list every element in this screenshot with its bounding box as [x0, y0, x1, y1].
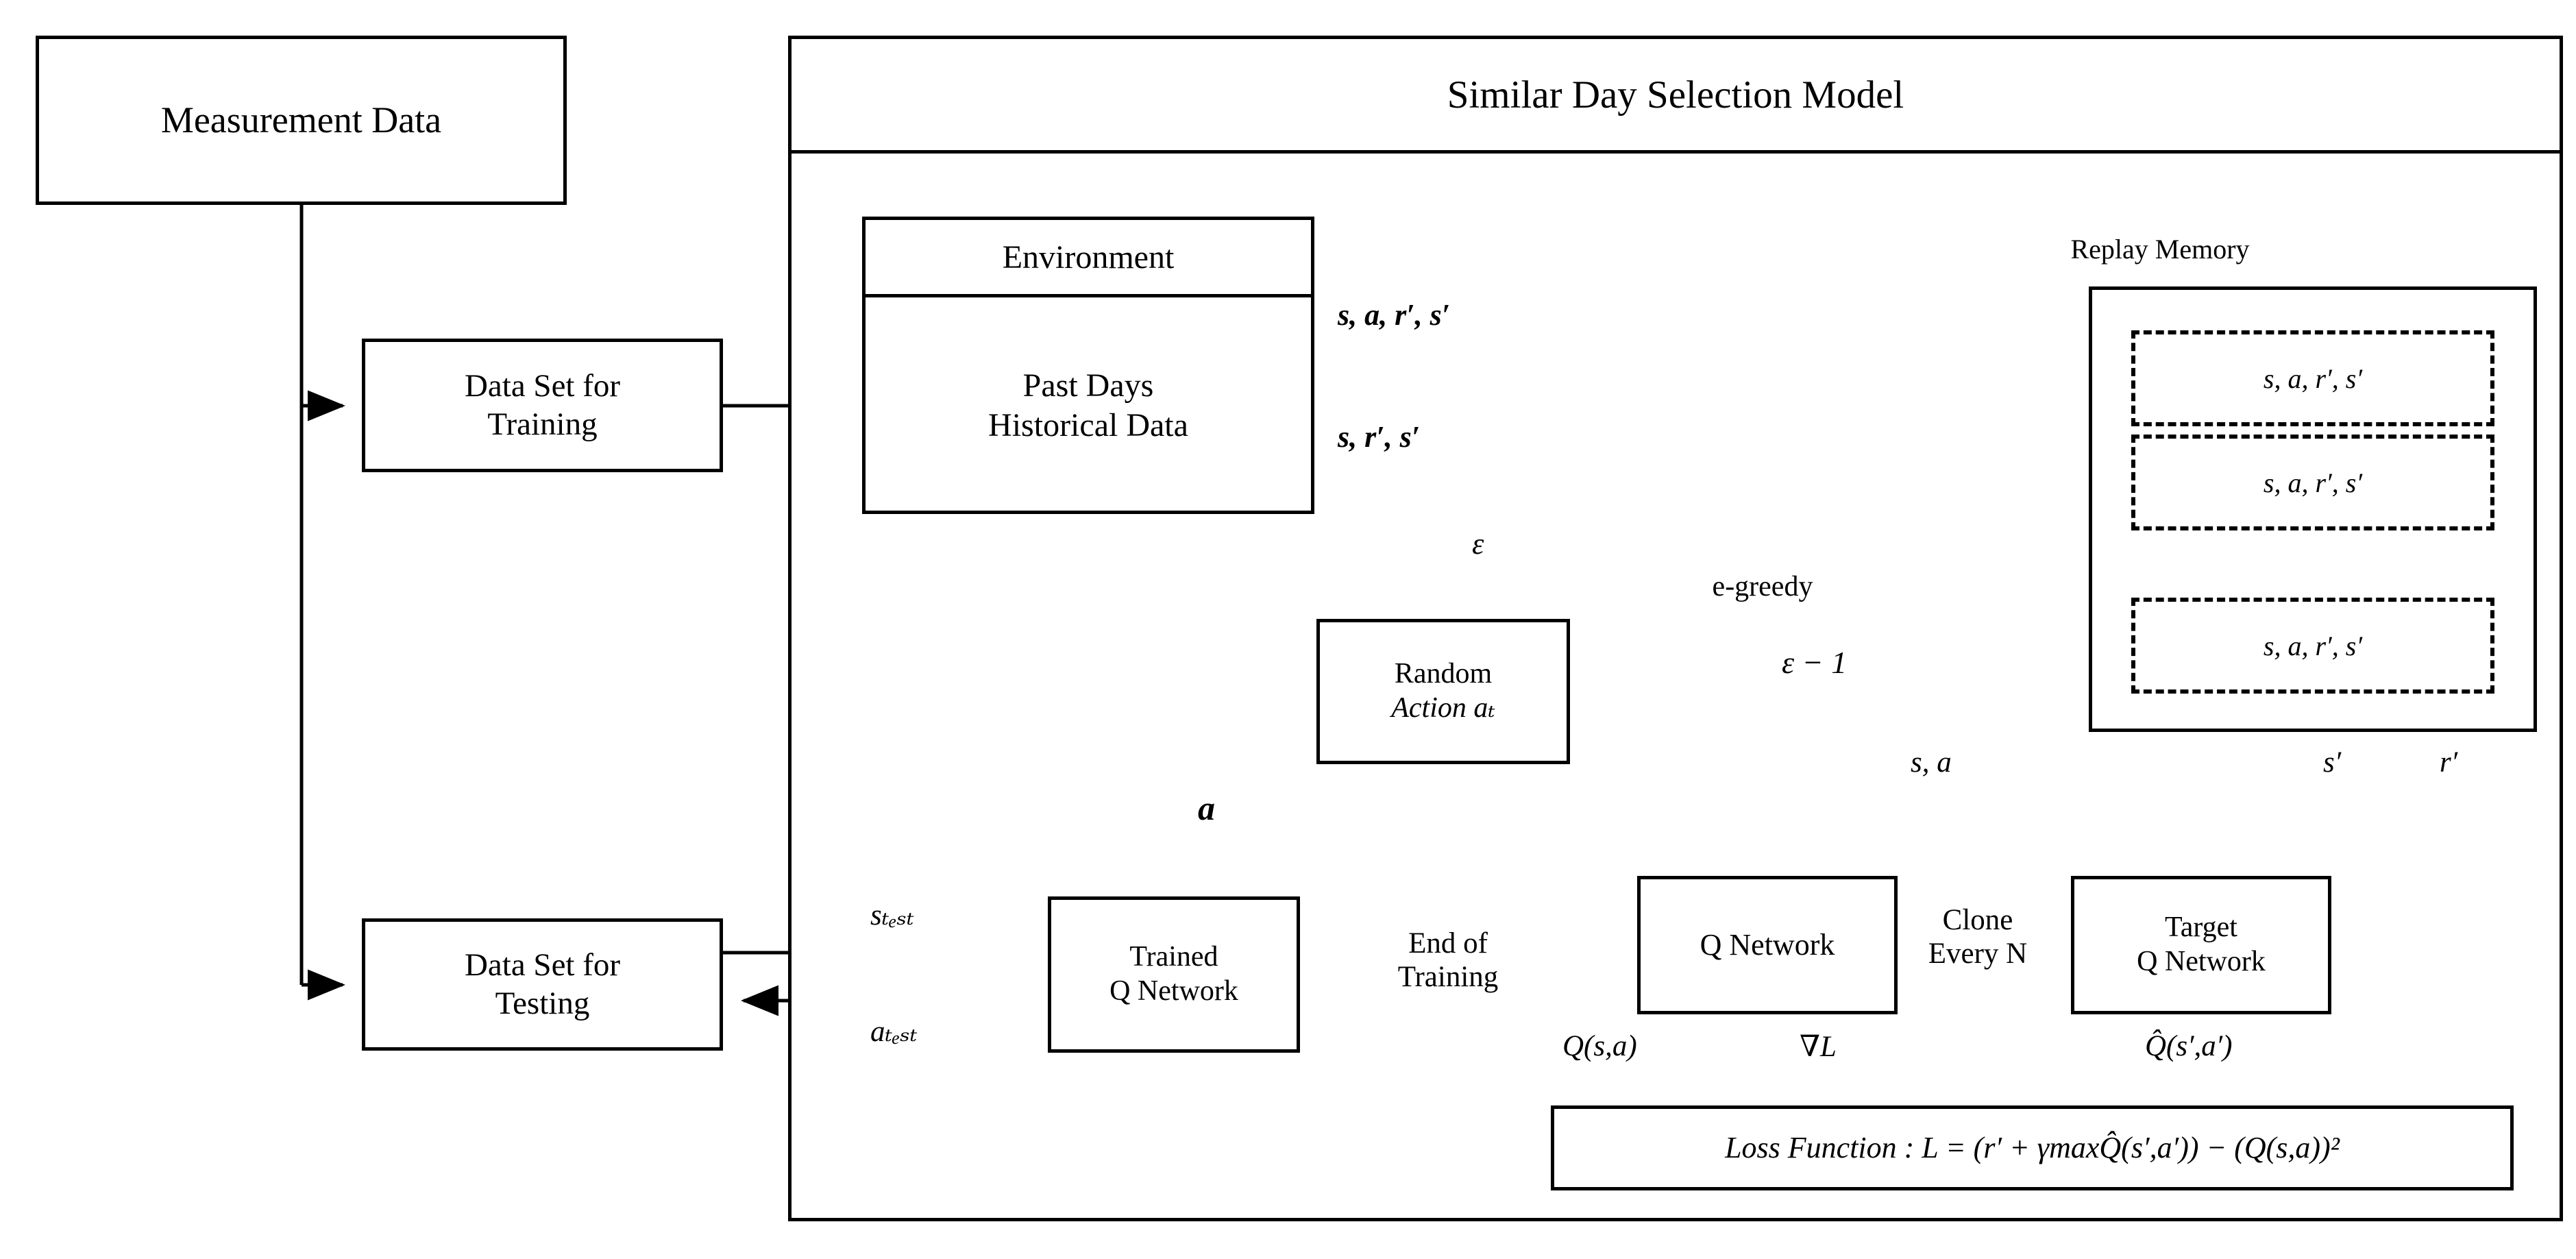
egreedy-decision-label: e-greedy: [1712, 571, 1813, 602]
edge-label-sars: s, a, r′, s′: [1338, 298, 1451, 332]
loss-function-label: Loss Function : L = (r′ + γmaxQ̂(s′,a′))…: [1725, 1131, 2340, 1165]
trained-q-network-line2: Q Network: [1109, 975, 1238, 1007]
edge-label-r-prime: r′: [2440, 746, 2458, 779]
model-header-band: Similar Day Selection Model: [788, 36, 2563, 154]
dataset-training-line1: Data Set for: [464, 368, 621, 404]
dataset-training-box: Data Set for Training: [362, 339, 723, 472]
target-q-network-line2: Q Network: [2137, 946, 2266, 977]
target-q-network-box: Target Q Network: [2071, 876, 2331, 1014]
environment-title-label: Environment: [1002, 239, 1175, 276]
edge-label-a-test: aₜₑₛₜ: [870, 1016, 918, 1048]
loss-function-box: Loss Function : L = (r′ + γmaxQ̂(s′,a′))…: [1551, 1105, 2514, 1190]
end-of-training-line1: End of: [1408, 927, 1488, 959]
replay-memory-label: Replay Memory: [2070, 234, 2250, 265]
edge-label-clone-every-n: Clone Every N: [1905, 903, 2050, 970]
q-network-label: Q Network: [1700, 928, 1835, 962]
dataset-testing-line1: Data Set for: [464, 947, 621, 983]
edge-label-epsilon: ε: [1472, 527, 1484, 561]
environment-body-cell: Past Days Historical Data: [862, 297, 1314, 514]
replay-memory-slot: s, a, r′, s′: [2131, 598, 2494, 694]
random-action-box: Random Action aₜ: [1316, 619, 1570, 764]
edge-label-q-hat: Q̂(s′,a′): [2145, 1030, 2233, 1062]
edge-label-action-a: a: [1198, 789, 1215, 827]
dataset-training-line2: Training: [487, 406, 598, 442]
page-title: Similar Day Selection Model: [1447, 73, 1904, 117]
edge-label-end-of-training: End of Training: [1366, 927, 1530, 994]
environment-body-line2: Historical Data: [988, 407, 1188, 443]
end-of-training-line2: Training: [1397, 961, 1499, 994]
q-network-box: Q Network: [1637, 876, 1898, 1014]
trained-q-network-box: Trained Q Network: [1048, 896, 1300, 1053]
environment-title-cell: Environment: [862, 217, 1314, 297]
environment-body-line1: Past Days: [1022, 367, 1154, 404]
trained-q-network-line1: Trained: [1129, 941, 1218, 973]
measurement-data-label: Measurement Data: [160, 99, 442, 140]
edge-label-q-s-a: Q(s,a): [1562, 1030, 1637, 1062]
edge-label-s-prime: s′: [2323, 746, 2342, 779]
replay-memory-slot: s, a, r′, s′: [2131, 330, 2494, 426]
dataset-testing-line2: Testing: [495, 985, 590, 1021]
edge-label-grad-l: ∇L: [1800, 1031, 1837, 1063]
random-action-line2: Action aₜ: [1391, 692, 1495, 724]
edge-label-s-a: s, a: [1911, 746, 1952, 779]
edge-label-s-test: sₜₑₛₜ: [870, 899, 914, 931]
edge-label-epsilon-minus-one: ε − 1: [1782, 645, 1848, 680]
dataset-testing-box: Data Set for Testing: [362, 918, 723, 1051]
measurement-data-box: Measurement Data: [36, 36, 567, 205]
clone-line1: Clone: [1942, 904, 2013, 936]
edge-label-srs: s, r′, s′: [1338, 420, 1421, 454]
target-q-network-line1: Target: [2165, 912, 2237, 944]
replay-memory-slot: s, a, r′, s′: [2131, 435, 2494, 530]
random-action-line1: Random: [1394, 658, 1493, 690]
clone-line2: Every N: [1928, 938, 2028, 970]
